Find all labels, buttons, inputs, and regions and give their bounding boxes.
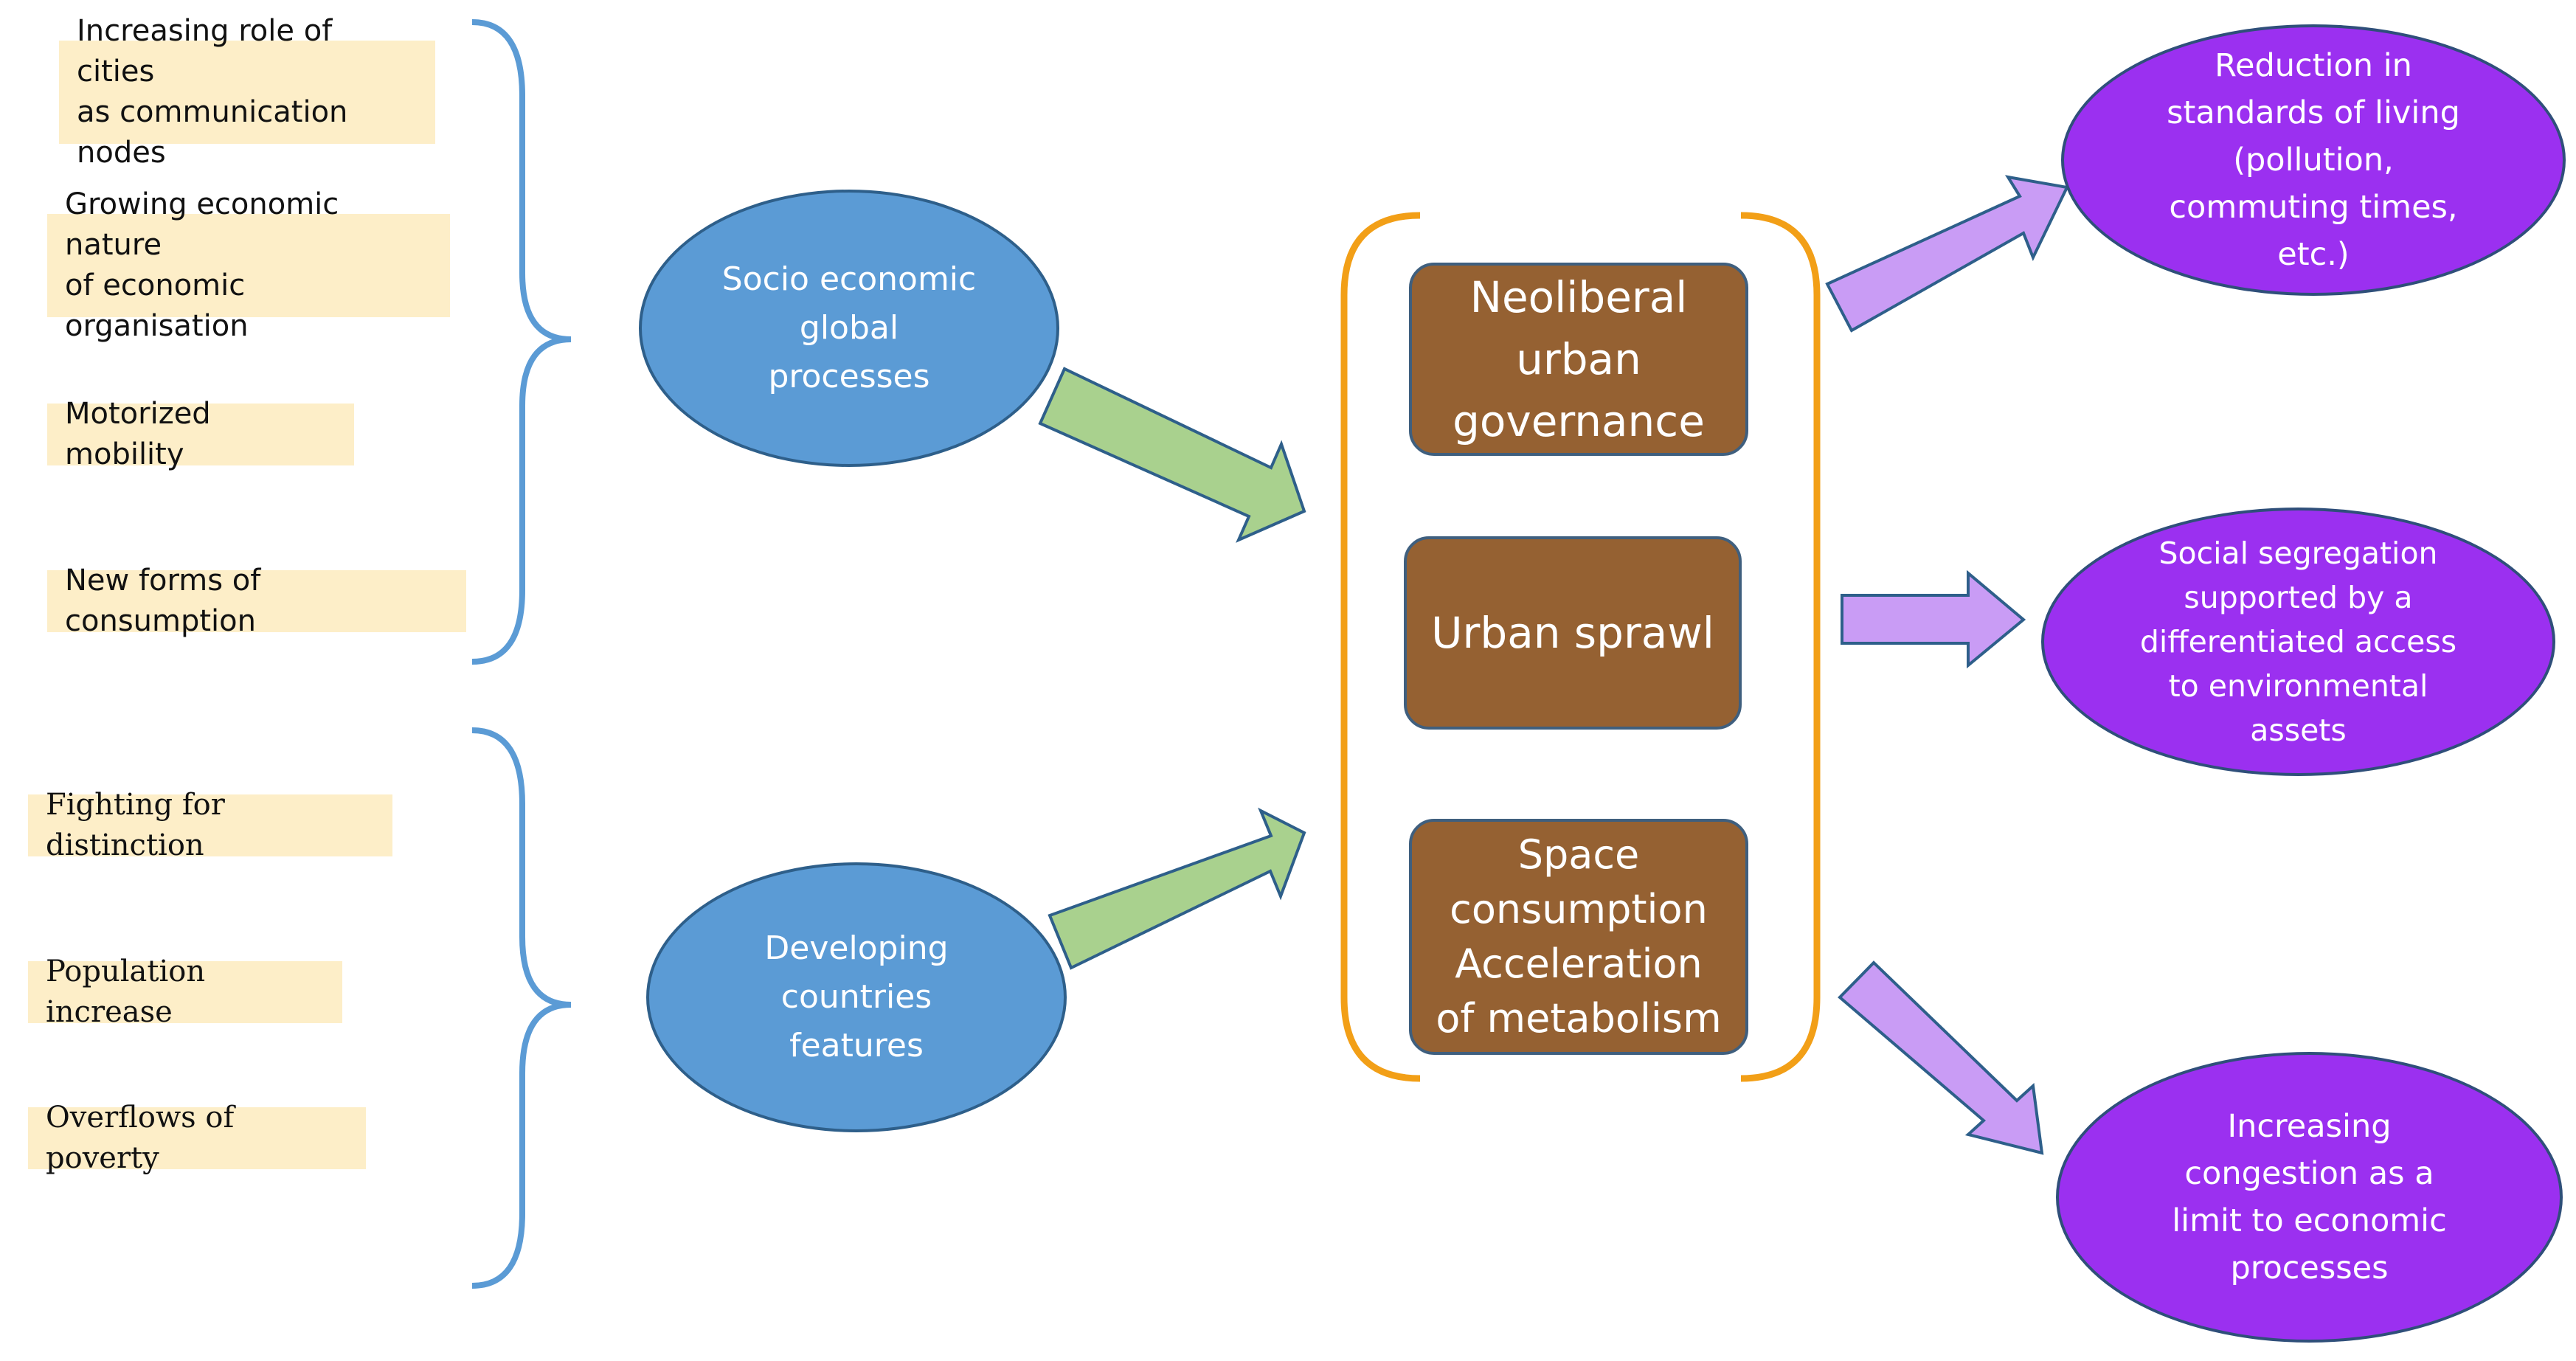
factor-label-consumption: New forms of consumption [47, 564, 466, 638]
bracket-right [1740, 212, 1821, 1082]
factor-label-poverty: Overflows of poverty [28, 1101, 366, 1175]
purple-arrow-upper [1825, 175, 2069, 333]
node-social-segregation: Social segregation supported by a differ… [2041, 508, 2555, 776]
factor-label-economic-nature: Growing economic nature of economic orga… [47, 187, 450, 343]
box-urban-sprawl: Urban sprawl [1404, 536, 1742, 730]
node-increasing-congestion: Increasing congestion as a limit to econ… [2056, 1052, 2563, 1343]
box-neoliberal-governance: Neoliberal urban governance [1409, 263, 1748, 456]
factor-label-cities: Increasing role of cities as communicati… [59, 14, 435, 170]
factor-label-motorized-mobility: Motorized mobility [47, 397, 354, 471]
factor-label-distinction: Fighting for distinction [28, 788, 392, 862]
box-space-consumption: Space consumption Acceleration of metabo… [1409, 819, 1748, 1055]
node-reduction-standards: Reduction in standards of living (pollut… [2061, 24, 2566, 296]
purple-arrow-lower [1838, 960, 2044, 1155]
node-developing-countries: Developing countries features [646, 862, 1067, 1132]
bracket-left [1340, 212, 1421, 1082]
brace-group2 [471, 727, 572, 1289]
green-arrow-lower [1048, 807, 1306, 970]
brace-group1 [471, 19, 572, 665]
factor-label-population: Population increase [28, 955, 342, 1029]
purple-arrow-middle [1841, 569, 2026, 669]
node-socio-economic-processes: Socio economic global processes [639, 190, 1059, 467]
green-arrow-upper [1038, 367, 1306, 543]
